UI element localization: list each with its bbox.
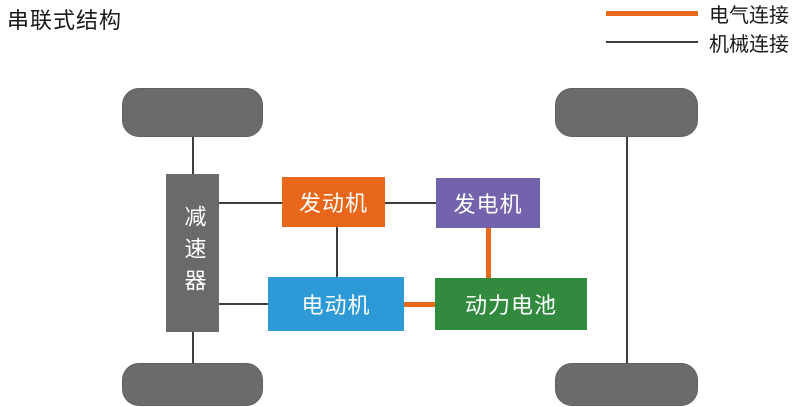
connector-reducer-motor bbox=[219, 303, 268, 305]
node-motor: 电动机 bbox=[268, 277, 404, 331]
node-reducer: 减速器 bbox=[166, 174, 219, 332]
mechanical-line-swatch bbox=[606, 41, 698, 43]
connector-frontleftwheel-reducer bbox=[192, 137, 194, 174]
page-title: 串联式结构 bbox=[7, 9, 123, 34]
wheel-front-left bbox=[122, 88, 263, 137]
node-engine: 发动机 bbox=[282, 177, 385, 227]
wheel-front-right bbox=[555, 88, 698, 137]
connector-reducer-rearleftwheel bbox=[192, 332, 194, 363]
node-battery-label: 动力电池 bbox=[464, 294, 557, 319]
connector-reducer-engine bbox=[219, 202, 282, 204]
node-generator: 发电机 bbox=[436, 178, 540, 228]
electrical-line-swatch bbox=[606, 10, 698, 16]
legend-item-mechanical: 机械连接 bbox=[606, 30, 789, 56]
legend-item-electrical: 电气连接 bbox=[606, 1, 789, 27]
node-motor-label: 电动机 bbox=[301, 294, 371, 319]
node-generator-label: 发电机 bbox=[453, 193, 523, 218]
node-reducer-label: 减速器 bbox=[180, 205, 206, 301]
legend-label-electrical: 电气连接 bbox=[709, 2, 789, 27]
connector-motor-battery-electrical bbox=[404, 302, 435, 307]
legend-label-mechanical: 机械连接 bbox=[709, 31, 789, 56]
connector-engine-motor bbox=[336, 227, 338, 277]
connector-generator-battery-electrical bbox=[486, 228, 491, 278]
wheel-rear-left bbox=[122, 363, 263, 406]
connector-engine-generator bbox=[385, 202, 436, 204]
node-engine-label: 发动机 bbox=[298, 192, 368, 217]
wheel-rear-right bbox=[555, 363, 698, 406]
node-battery: 动力电池 bbox=[435, 278, 587, 330]
connector-right-axle bbox=[626, 137, 628, 363]
